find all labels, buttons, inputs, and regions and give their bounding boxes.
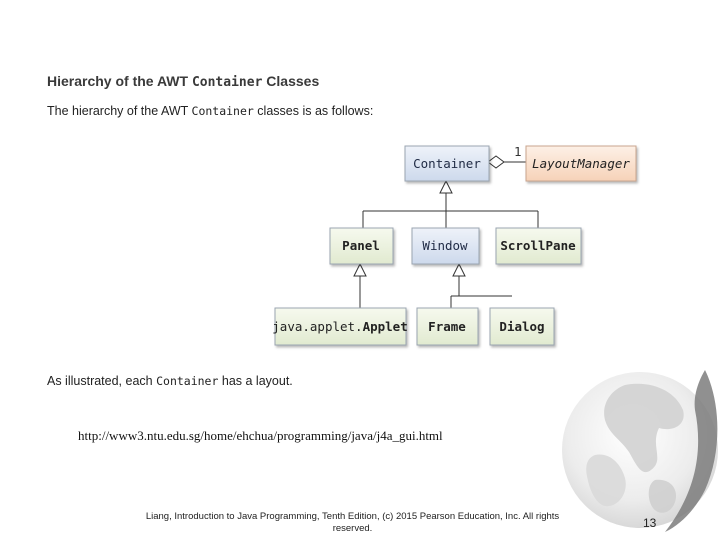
intro-code: Container bbox=[191, 104, 254, 118]
copyright-footer: Liang, Introduction to Java Programming,… bbox=[145, 511, 560, 534]
box-window-label: Window bbox=[422, 238, 468, 253]
box-frame-label: Frame bbox=[428, 319, 466, 334]
reference-url: http://www3.ntu.edu.sg/home/ehchua/progr… bbox=[78, 428, 443, 443]
box-applet-label: java.applet.Applet bbox=[272, 319, 407, 334]
box-layout-manager: LayoutManager bbox=[525, 145, 637, 182]
box-dialog-label: Dialog bbox=[499, 319, 544, 334]
box-applet: java.applet.Applet bbox=[272, 307, 408, 346]
summary-post: has a layout. bbox=[218, 374, 293, 388]
slide-heading: Hierarchy of the AWT Container Classes bbox=[47, 73, 319, 90]
inheritance-lines bbox=[359, 193, 539, 308]
inherit-arrow-panel bbox=[353, 262, 367, 277]
inherit-arrow-container bbox=[439, 179, 453, 194]
applet-class: Applet bbox=[363, 319, 408, 334]
box-container: Container bbox=[404, 145, 490, 182]
box-window: Window bbox=[411, 227, 480, 265]
inherit-arrow-window bbox=[452, 262, 466, 277]
box-scroll-pane: ScrollPane bbox=[495, 227, 582, 265]
intro-pre: The hierarchy of the AWT bbox=[47, 104, 192, 118]
multiplicity-label: 1 bbox=[514, 144, 522, 159]
box-frame: Frame bbox=[416, 307, 479, 346]
page-number: 13 bbox=[643, 516, 657, 530]
intro-post: classes is as follows: bbox=[253, 104, 374, 118]
box-container-label: Container bbox=[413, 156, 481, 171]
heading-pre: Hierarchy of the AWT bbox=[47, 73, 192, 89]
summary-pre: As illustrated, each bbox=[47, 374, 157, 388]
heading-post: Classes bbox=[262, 73, 320, 89]
box-panel: Panel bbox=[329, 227, 394, 265]
applet-package: java.applet. bbox=[272, 319, 362, 334]
intro-text: The hierarchy of the AWT Container class… bbox=[47, 104, 373, 118]
globe-decoration bbox=[562, 370, 718, 532]
aggregation-diamond bbox=[487, 155, 505, 169]
heading-code: Container bbox=[191, 75, 263, 90]
box-dialog: Dialog bbox=[489, 307, 555, 346]
box-layout-manager-label: LayoutManager bbox=[532, 156, 630, 171]
box-panel-label: Panel bbox=[342, 238, 380, 253]
summary-code: Container bbox=[156, 374, 219, 388]
summary-text: As illustrated, each Container has a lay… bbox=[47, 374, 293, 388]
box-scroll-pane-label: ScrollPane bbox=[500, 238, 576, 253]
